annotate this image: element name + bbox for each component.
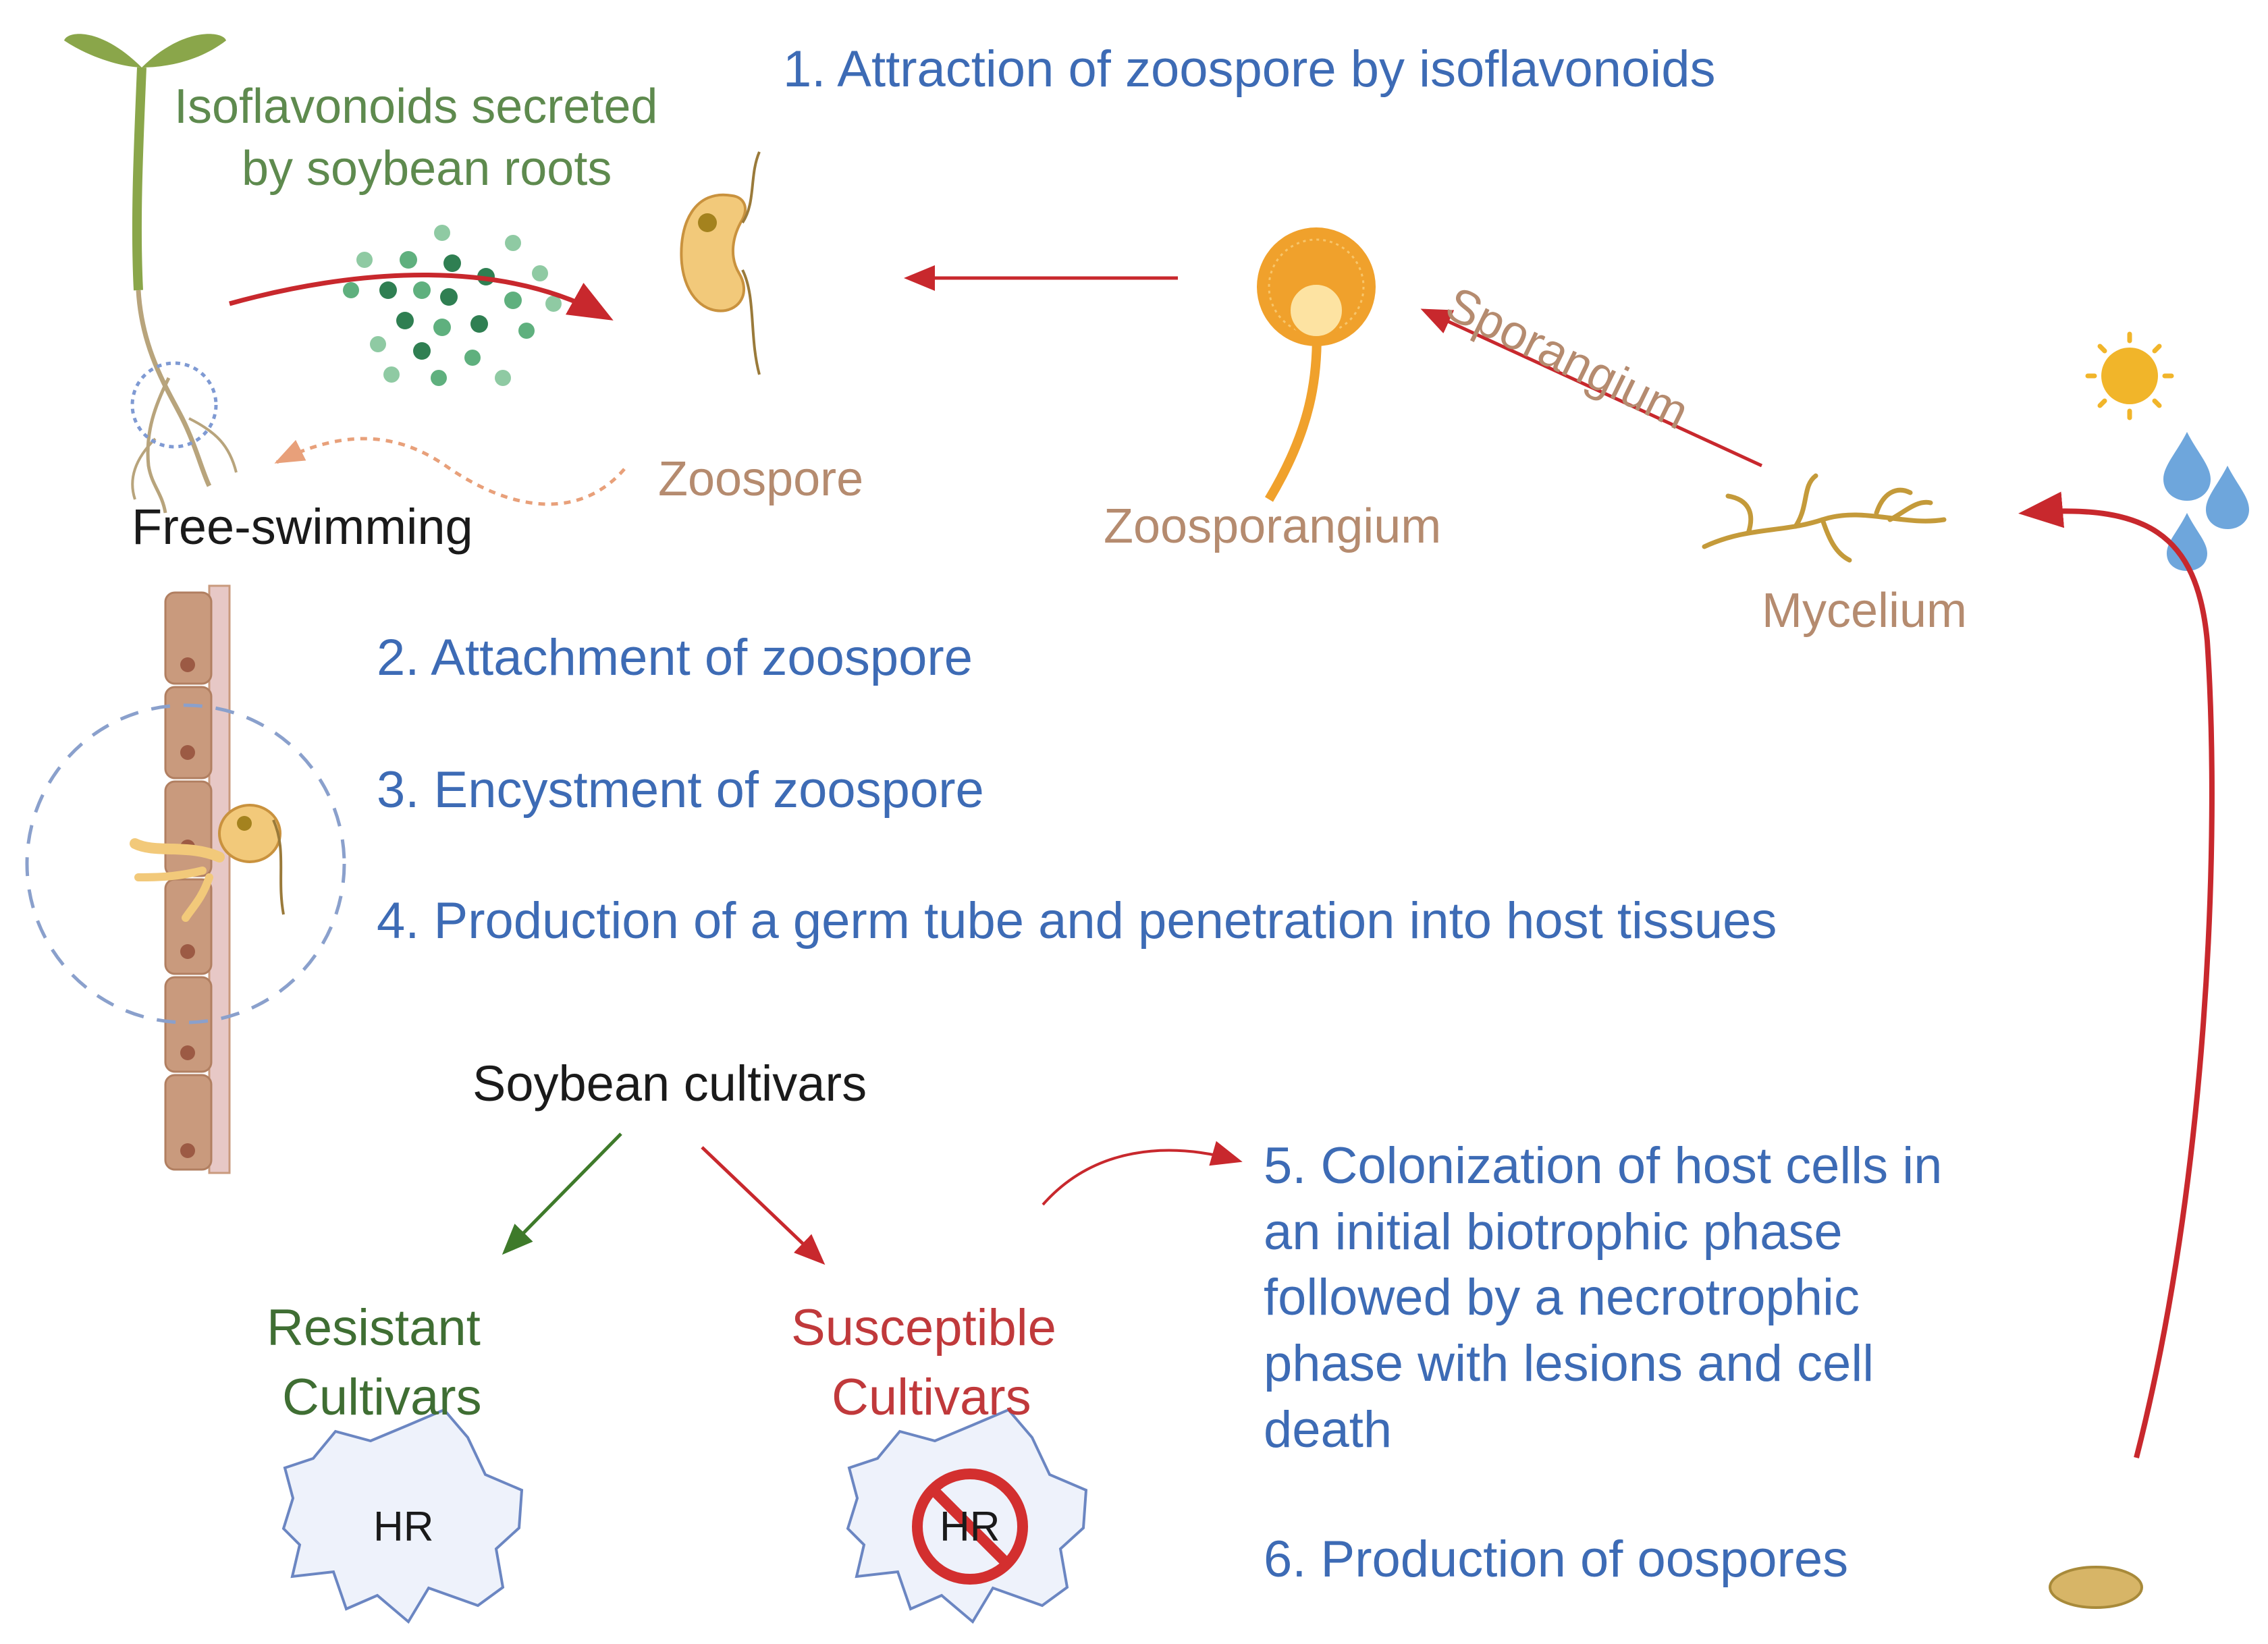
- attraction-arrow: [229, 273, 614, 321]
- free-swimming-label: Free-swimming: [132, 499, 473, 555]
- infection-site-circle: [25, 703, 346, 1024]
- isoflavonoids-label-line2: by soybean roots: [242, 142, 612, 196]
- water-drops-icon: [2163, 432, 2249, 571]
- step6-label: 6. Production of oospores: [1264, 1531, 1849, 1588]
- zoosporangium-label: Zoosporangium: [1104, 499, 1442, 553]
- resistant-arrow: [502, 1132, 622, 1255]
- hr-burst-icon: [281, 1408, 524, 1624]
- oospore-icon: [2049, 1566, 2143, 1609]
- step5-label-line2: an initial biotrophic phase: [1264, 1203, 1843, 1261]
- isoflavonoid-molecules-icon: [343, 225, 562, 386]
- root-cell-column-icon: [164, 584, 231, 1174]
- mycelium-icon: [1702, 473, 1947, 563]
- zoosporangium-icon: [1257, 227, 1376, 502]
- zoospore-icon: [680, 151, 761, 375]
- soybean-seedling-icon: [64, 34, 238, 514]
- step5-label-line4: phase with lesions and cell: [1264, 1335, 1874, 1392]
- isoflavonoids-label-line1: Isoflavonoids secreted: [174, 80, 658, 134]
- sun-icon: [2085, 331, 2174, 420]
- step5-label-line5: death: [1264, 1401, 1393, 1458]
- prohibited-icon: [912, 1469, 1028, 1585]
- resistant-label-line1: Resistant: [267, 1299, 481, 1357]
- hr-burst-icon: [846, 1408, 1088, 1624]
- hr-label-resistant: HR: [373, 1504, 434, 1550]
- susceptible-label-line2: Cultivars: [832, 1369, 1031, 1426]
- susceptible-label-line1: Susceptible: [791, 1299, 1056, 1357]
- step5-label-line3: followed by a necrotrophic: [1264, 1269, 1860, 1326]
- step2-label: 2. Attachment of zoospore: [377, 629, 973, 686]
- step1-label: 1. Attraction of zoospore by isoflavonoi…: [783, 40, 1716, 98]
- soybean-cultivars-label: Soybean cultivars: [473, 1056, 867, 1112]
- resistant-label-line2: Cultivars: [282, 1369, 482, 1426]
- free-swimming-arrow: [274, 437, 626, 506]
- cycle-return-arrow: [2018, 491, 2215, 1458]
- hr-label-susceptible: HR: [940, 1504, 1000, 1550]
- step5-label-line1: 5. Colonization of host cells in: [1264, 1137, 1943, 1195]
- step4-label: 4. Production of a germ tube and penetra…: [377, 892, 1777, 950]
- step3-label: 3. Encystment of zoospore: [377, 761, 984, 819]
- colonization-arrow: [1042, 1141, 1243, 1206]
- susceptible-arrow: [701, 1146, 826, 1265]
- mycelium-label: Mycelium: [1762, 584, 1968, 638]
- zoospore-label: Zoospore: [658, 452, 864, 506]
- sporangium-arrow: [1420, 308, 1763, 468]
- encysted-zoospore-icon: [130, 804, 285, 922]
